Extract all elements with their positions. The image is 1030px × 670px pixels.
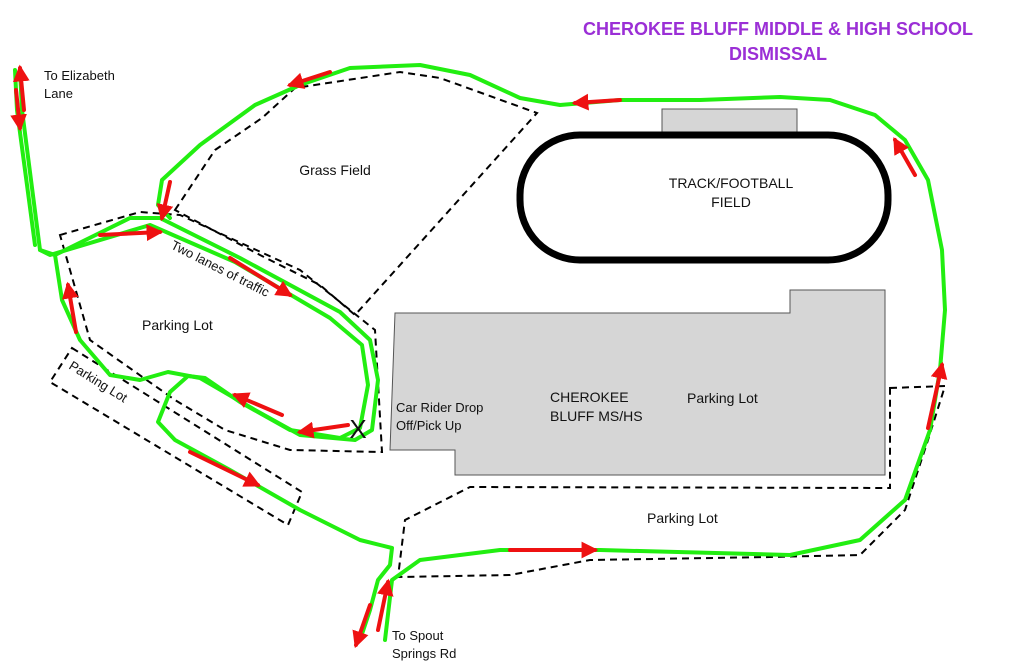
- press-box: [661, 108, 798, 134]
- arrow-two-lanes: [228, 256, 293, 297]
- to-elizabeth-label-1: To Elizabeth: [44, 68, 115, 83]
- arrow-right-up: [893, 137, 917, 177]
- track-label-1: TRACK/FOOTBALL: [669, 175, 794, 191]
- x-mark: X: [349, 414, 366, 444]
- arrow-small-lot: [188, 450, 262, 487]
- arrow-left-up: [61, 281, 79, 334]
- arrow-top-left: [286, 70, 332, 89]
- arrow-right-lower: [926, 361, 948, 430]
- parking-lot-left-label: Parking Lot: [142, 317, 213, 333]
- arrow-top-right: [571, 93, 622, 111]
- grass-field-label: Grass Field: [299, 162, 371, 178]
- arrow-elizabeth-down: [10, 88, 27, 132]
- car-rider-label-2: Off/Pick Up: [396, 418, 462, 433]
- arrow-elizabeth-up: [12, 64, 30, 112]
- arrow-exit-left: [231, 392, 284, 417]
- map-title-line2: DISMISSAL: [729, 44, 827, 64]
- parking-lot-building-label: Parking Lot: [687, 390, 758, 406]
- direction-arrows: [10, 64, 948, 649]
- map-title-line1: CHEROKEE BLUFF MIDDLE & HIGH SCHOOL: [583, 19, 973, 39]
- track-oval: [516, 131, 892, 264]
- grass-field-boundary: [173, 70, 539, 317]
- school-label-1: CHEROKEE: [550, 389, 629, 405]
- track-label-2: FIELD: [711, 194, 751, 210]
- parking-lot-bottom-label: Parking Lot: [647, 510, 718, 526]
- arrow-spout-down: [352, 603, 372, 649]
- arrow-curve-down: [156, 180, 174, 222]
- school-building: [389, 289, 886, 476]
- arrow-drop-off: [296, 421, 350, 439]
- to-spout-label-1: To Spout: [392, 628, 444, 643]
- to-elizabeth-label-2: Lane: [44, 86, 73, 101]
- arrow-spout-up: [376, 578, 394, 632]
- small-parking-boundary: [48, 346, 304, 527]
- arrow-lot-entry: [98, 224, 164, 242]
- school-label-2: BLUFF MS/HS: [550, 408, 643, 424]
- to-spout-label-2: Springs Rd: [392, 646, 456, 661]
- car-rider-label-1: Car Rider Drop: [396, 400, 483, 415]
